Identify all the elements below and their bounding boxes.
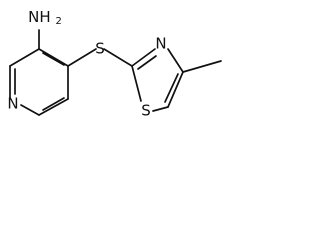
thiazole-double-bond-c2-n3 — [137, 55, 157, 70]
pyridine-bond-top-right — [38, 48, 69, 67]
pyridine-bond-bottom-left — [20, 104, 40, 116]
thioether-bond-left — [67, 48, 97, 67]
pyridine-nitrogen-label: N — [7, 95, 18, 113]
pyridine-double-bond-top-right — [42, 52, 65, 66]
thiazole-bond-c5-s1 — [152, 106, 169, 112]
chemical-structure-canvas: NH 2 N S N S — [0, 0, 252, 132]
thiazole-bond-c4-c5 — [167, 71, 184, 108]
thioether-bond-right — [103, 48, 133, 67]
thiazole-double-bond-c4-c5 — [164, 73, 179, 103]
thiazole-ring — [131, 48, 184, 112]
pyridine-ring — [9, 48, 69, 116]
amine-label: NH 2 — [28, 8, 62, 28]
linker-sulfur-label: S — [95, 40, 105, 58]
thiazole-sulfur-label: S — [141, 102, 151, 120]
thiazole-nitrogen-label: N — [155, 35, 166, 53]
pyridine-bond-bottom-right — [38, 98, 69, 116]
thiazole-bond-n3-c4 — [167, 48, 184, 73]
methyl-bond — [182, 60, 222, 73]
thiazole-bond-s1-c2 — [131, 65, 142, 102]
pyridine-double-bond-bottom-right — [42, 97, 65, 111]
molecule-diagram: NH 2 N S N S — [7, 8, 222, 120]
pyridine-bond-top-left — [9, 48, 40, 67]
thiazole-bond-c2-n3 — [131, 48, 156, 67]
